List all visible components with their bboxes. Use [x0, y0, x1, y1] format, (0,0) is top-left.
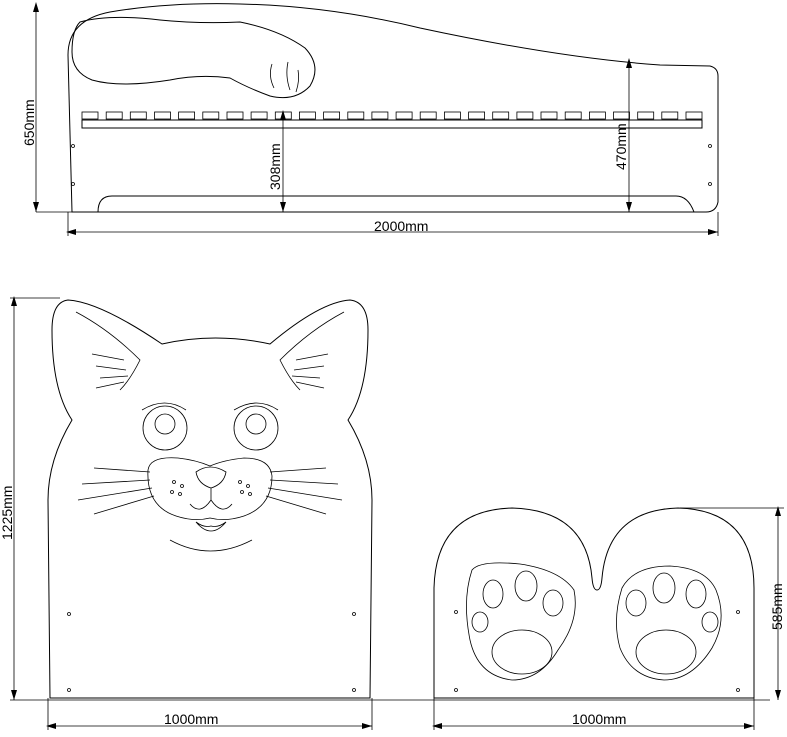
rail-slot: [250, 111, 268, 120]
rail-slot: [540, 111, 558, 120]
cat-whisker-dots: [170, 480, 252, 496]
cat-left-whiskers: [77, 467, 155, 515]
rail-slot: [178, 111, 196, 120]
cat-left-ear-fur: [91, 353, 129, 389]
rail-slot: [443, 111, 461, 120]
side-rail: [81, 119, 703, 129]
rail-slot: [589, 111, 606, 120]
dim-slat-height: 308mm: [267, 110, 286, 212]
head-height-label: 1225mm: [0, 486, 15, 540]
cat-chin: [169, 539, 253, 552]
dim-side-height: 650mm: [21, 2, 72, 213]
head-panel: [47, 299, 373, 699]
cat-right-ear: [279, 311, 345, 391]
side-screws: [71, 144, 712, 186]
side-panel-outline: [67, 3, 719, 213]
cat-right-eye: [233, 402, 279, 451]
cat-left-ear: [75, 311, 141, 391]
foot-panel: [433, 507, 755, 699]
head-panel-outline: [47, 299, 373, 699]
right-paw-cutout: [616, 565, 722, 681]
tail-paw-lines: [270, 61, 300, 93]
rail-slot: [661, 111, 679, 120]
dim-foot-width: 1000mm: [432, 698, 755, 730]
cat-mouth: [189, 488, 233, 510]
rail-slot: [613, 111, 630, 120]
cat-muzzle: [147, 457, 273, 520]
cat-right-ear-fur: [291, 353, 329, 389]
cat-tongue: [195, 521, 227, 532]
dim-head-width: 1000mm: [46, 698, 373, 730]
foot-width-label: 1000mm: [572, 711, 626, 727]
side-height-label: 650mm: [21, 99, 37, 146]
dim-head-height: 1225mm: [0, 296, 770, 701]
side-panel: [67, 3, 719, 213]
rail-slot: [105, 111, 123, 120]
rail-slot: [323, 111, 341, 120]
cat-left-eye: [141, 402, 188, 451]
cat-nose: [195, 466, 227, 489]
rail-slots: [81, 111, 703, 120]
rail-slot: [468, 111, 486, 120]
rail-slot: [516, 111, 534, 120]
cat-right-whiskers: [265, 467, 343, 515]
head-width-label: 1000mm: [164, 711, 218, 727]
side-length-label: 2000mm: [374, 218, 428, 234]
rail-slot: [129, 111, 147, 120]
rail-slot: [564, 111, 582, 120]
cat-tail-shape: [71, 16, 316, 99]
rail-slot: [202, 111, 220, 120]
back-height-label: 470mm: [613, 123, 629, 170]
rail-slot: [298, 111, 316, 120]
foot-height-label: 585mm: [769, 583, 785, 630]
head-screws: [67, 612, 356, 692]
rail-slot: [685, 111, 703, 120]
dim-side-length: 2000mm: [66, 212, 719, 236]
rail-slot: [226, 111, 244, 120]
slat-height-label: 308mm: [267, 143, 283, 190]
rail-slot: [395, 111, 413, 120]
dim-foot-height: 585mm: [680, 506, 785, 700]
rail-slot: [371, 111, 389, 120]
rail-slot: [637, 111, 655, 120]
rail-slot: [419, 111, 437, 120]
dim-back-height: 470mm: [613, 58, 632, 212]
rail-slot: [347, 111, 365, 120]
foot-screws: [454, 610, 740, 692]
rail-slot: [492, 111, 510, 120]
rail-slot: [154, 111, 171, 120]
rail-slot: [81, 111, 99, 120]
side-panel-bottom-cutout: [97, 195, 695, 213]
foot-panel-outline: [433, 507, 755, 699]
left-paw-cutout: [466, 562, 576, 681]
